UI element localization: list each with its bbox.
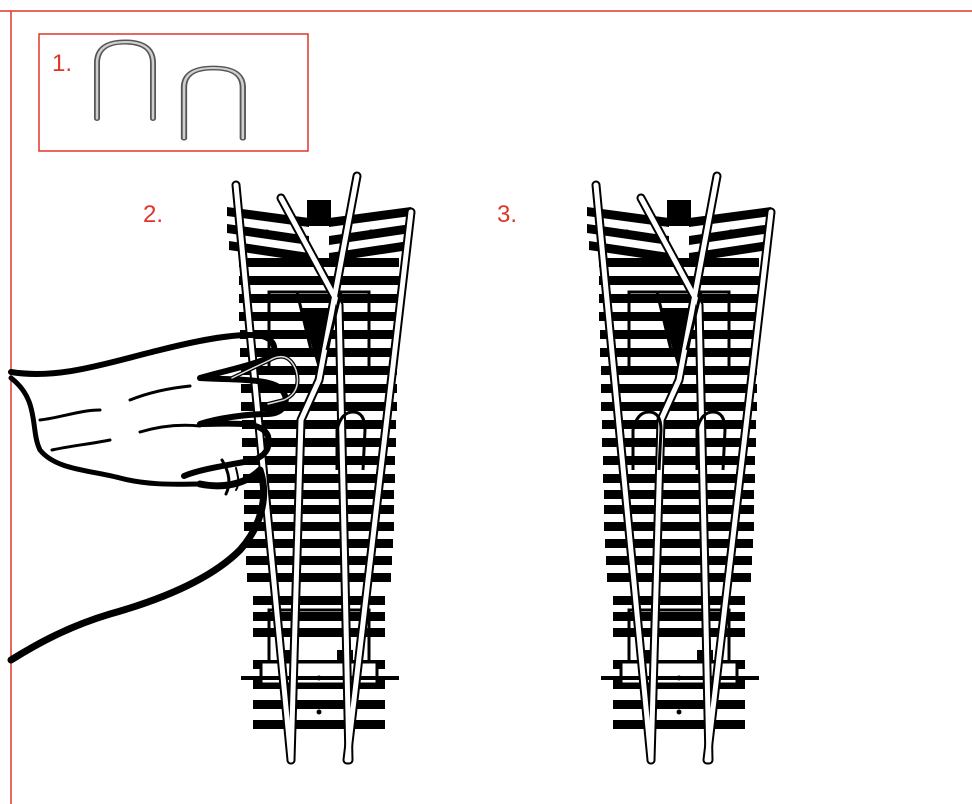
step-1-panel: 1. — [39, 34, 308, 151]
step-3-label: 3. — [497, 201, 517, 228]
step-2-panel: 2. — [11, 176, 411, 760]
rail-clip-large — [97, 42, 153, 119]
y-point-track-step-2 — [227, 176, 411, 760]
step-3-panel: 3. — [497, 176, 771, 760]
step-1-box — [39, 34, 308, 151]
step-1-label: 1. — [52, 50, 72, 77]
step-2-label: 2. — [143, 201, 163, 228]
y-point-track-step-3 — [587, 176, 771, 760]
rail-clip-small — [184, 68, 243, 138]
